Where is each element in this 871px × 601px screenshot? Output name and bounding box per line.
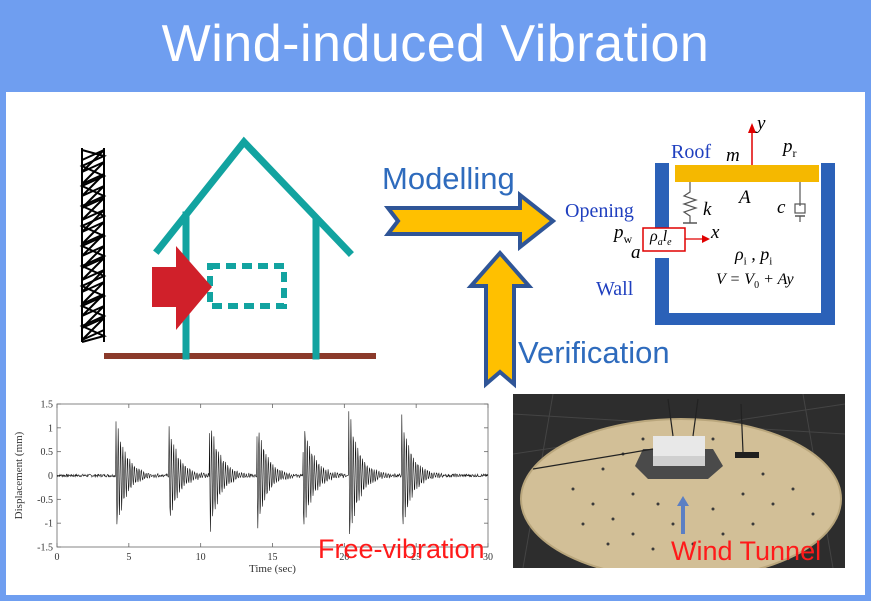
displacement-series-line [56, 411, 488, 535]
y-tick-label: -1.5 [37, 543, 53, 554]
wall-label: Wall [596, 278, 634, 300]
x-axis-symbol: x [711, 222, 720, 243]
wind-tunnel-label: Wind Tunnel [671, 536, 822, 566]
wind-arrow-icon [152, 246, 212, 330]
x-tick-label: 5 [126, 552, 131, 563]
x-tick-label: 30 [483, 552, 493, 563]
x-tick-label: 20 [339, 552, 349, 563]
damping-symbol: c [777, 197, 786, 218]
house-outline [153, 136, 354, 360]
wind-profile-icon [79, 148, 107, 343]
mass-symbol: m [726, 145, 740, 166]
slide-title: Wind-induced Vibration [161, 15, 710, 73]
internal-state-symbols: ρi , pi [735, 244, 773, 268]
internal-volume-dotted [207, 263, 287, 309]
y-tick-label: 0 [48, 471, 53, 482]
free-vibration-label: Free-vibration [318, 534, 485, 564]
x-tick-label: 15 [268, 552, 278, 563]
title-bar: Wind-induced Vibration [0, 0, 871, 92]
y-axis-label: Displacement (mm) [13, 431, 25, 519]
verification-arrow-icon [466, 249, 534, 389]
y-tick-label: 1 [48, 423, 53, 434]
slug-mass-symbol: ρale [650, 228, 672, 249]
wall-pressure-symbol: pw [614, 222, 633, 246]
wind-tunnel-photo [513, 394, 845, 568]
ground-line [104, 353, 376, 359]
x-tick-label: 0 [55, 552, 60, 563]
stiffness-symbol: k [703, 199, 712, 220]
wind-tunnel-illustration [513, 394, 845, 568]
modelling-arrow-icon [383, 190, 557, 252]
x-tick-label: 10 [196, 552, 206, 563]
y-tick-label: -1 [45, 519, 53, 530]
y-axis-symbol: y [757, 113, 766, 134]
volume-equation: V = V0 + Ay [716, 271, 794, 292]
modelling-label: Modelling [382, 161, 515, 196]
x-axis-label: Time (sec) [249, 563, 296, 575]
physical-model [642, 123, 835, 325]
opening-area-symbol: a [631, 242, 641, 263]
roof-pressure-symbol: pr [783, 136, 797, 160]
y-tick-label: -0.5 [37, 495, 53, 506]
area-symbol: A [739, 187, 751, 208]
y-tick-label: 0.5 [41, 447, 54, 458]
x-tick-label: 25 [411, 552, 421, 563]
opening-label: Opening [565, 200, 634, 222]
y-tick-label: 1.5 [41, 400, 54, 411]
roof-label: Roof [671, 141, 711, 163]
verification-label: Verification [518, 335, 670, 370]
